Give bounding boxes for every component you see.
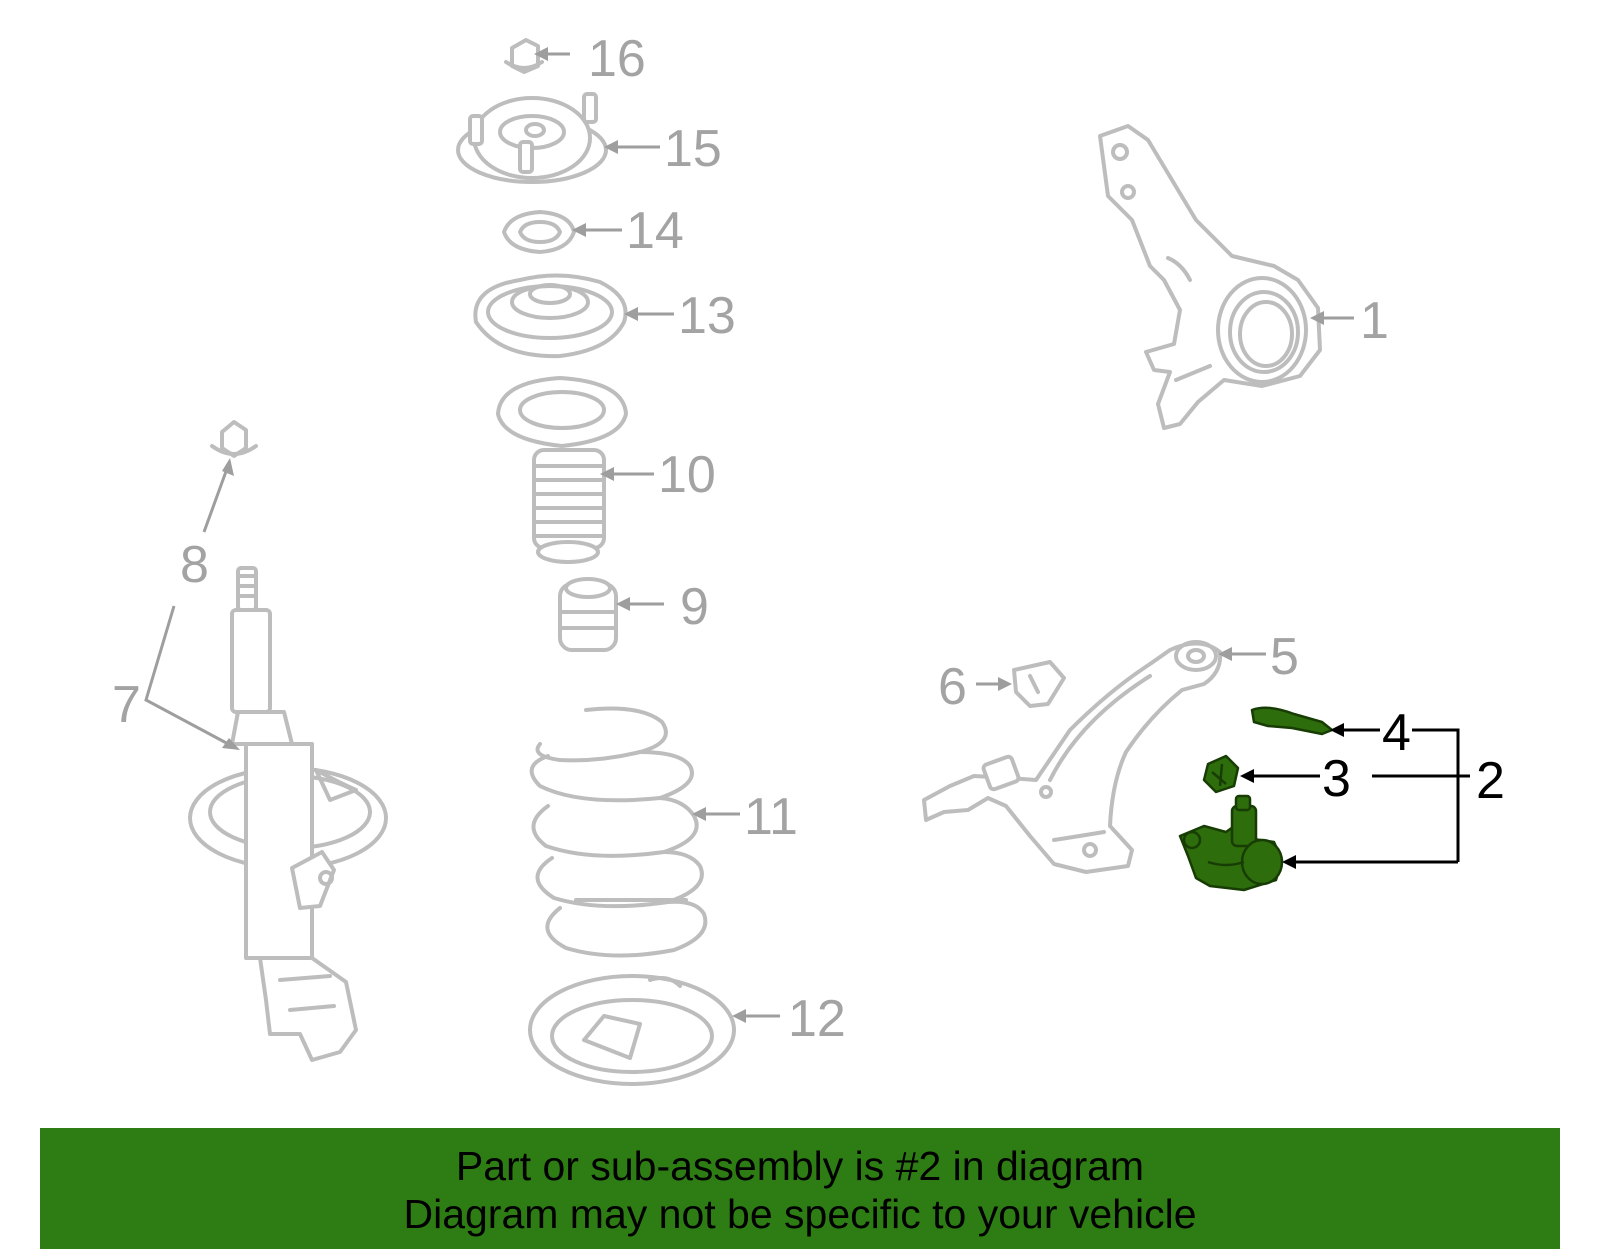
part-5-lower-control-arm: 5: [922, 628, 1299, 874]
assembly-bracket: 2: [1372, 728, 1505, 862]
info-banner: Part or sub-assembly is #2 in diagram Di…: [40, 1128, 1560, 1249]
callout-14[interactable]: 14: [626, 202, 684, 260]
part-8-nut: 8: [180, 420, 258, 594]
callout-15[interactable]: 15: [664, 120, 722, 178]
part-16-nut: 16: [504, 30, 646, 88]
callout-12[interactable]: 12: [788, 990, 846, 1048]
part-7-strut-assembly: 7: [112, 566, 388, 1062]
callout-4[interactable]: 4: [1382, 704, 1411, 762]
callout-11[interactable]: 11: [744, 788, 798, 846]
part-4-lock-plate: 4: [1250, 704, 1411, 762]
callout-10[interactable]: 10: [658, 446, 716, 504]
callout-9[interactable]: 9: [680, 578, 709, 636]
part-14-bearing: 14: [502, 202, 684, 260]
part-9-bump-stop: 9: [558, 577, 709, 652]
callout-16[interactable]: 16: [588, 30, 646, 88]
part-2-ball-joint[interactable]: [1178, 794, 1458, 892]
banner-line-2: Diagram may not be specific to your vehi…: [403, 1191, 1197, 1237]
callout-1[interactable]: 1: [1360, 292, 1389, 350]
part-1-steering-knuckle: 1: [1098, 124, 1389, 430]
callout-6[interactable]: 6: [938, 658, 967, 716]
part-12-spring-insulator: 12: [528, 974, 846, 1086]
callout-3[interactable]: 3: [1322, 750, 1351, 808]
part-6-bracket: 6: [938, 658, 1066, 716]
part-10-dust-boot: 10: [496, 376, 716, 564]
callout-5[interactable]: 5: [1270, 628, 1299, 686]
part-15-strut-mount: 15: [456, 92, 722, 184]
callout-7[interactable]: 7: [112, 676, 141, 734]
part-11-coil-spring: 11: [529, 706, 798, 958]
part-3-castle-nut: 3: [1202, 750, 1351, 808]
part-13-spring-seat: 13: [473, 273, 736, 359]
callout-13[interactable]: 13: [678, 287, 736, 345]
callout-8[interactable]: 8: [180, 536, 209, 594]
banner-line-1: Part or sub-assembly is #2 in diagram: [455, 1143, 1145, 1189]
callout-2[interactable]: 2: [1476, 752, 1505, 810]
